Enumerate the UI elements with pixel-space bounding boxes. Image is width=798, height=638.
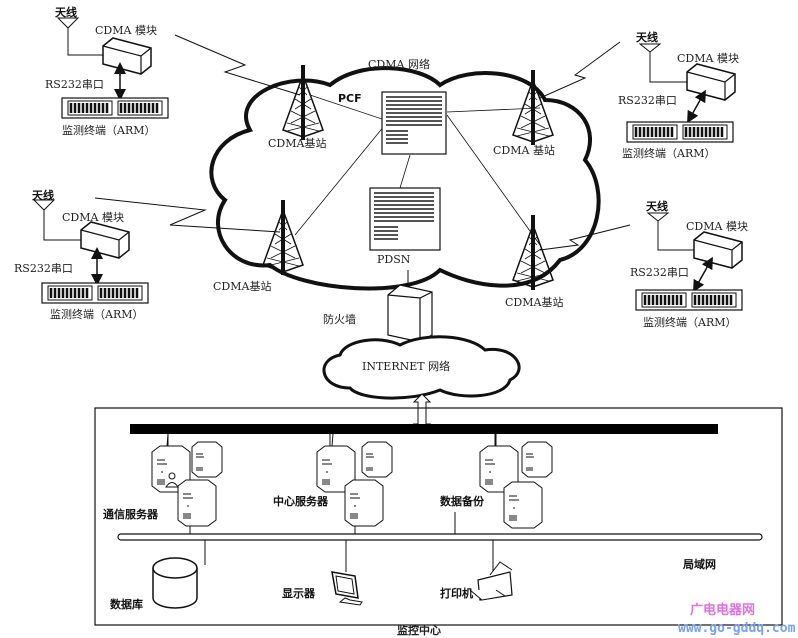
rs232-label: RS232串口 xyxy=(630,266,689,279)
monitor-icon xyxy=(331,571,363,606)
cdma-module-label: CDMA 模块 xyxy=(677,52,739,65)
arm-terminal-label: 监测终端（ARM） xyxy=(622,146,716,160)
pdsn-label: PDSN xyxy=(377,253,411,266)
printer-label: 打印机 xyxy=(440,586,473,600)
pdsn-equipment xyxy=(369,187,441,251)
monitor-label: 显示器 xyxy=(282,587,316,600)
comm-server-icon xyxy=(151,441,223,527)
monitoring-center-title: 监控中心 xyxy=(397,623,441,637)
central-server-icon xyxy=(316,441,393,527)
rs232-label: RS232串口 xyxy=(618,94,677,107)
arm-terminal-label: 监测终端（ARM） xyxy=(643,315,737,329)
antenna-label: 天线 xyxy=(32,188,54,202)
rs232-label: RS232串口 xyxy=(14,262,73,275)
wireless-link-4 xyxy=(539,224,631,251)
pcf-equipment xyxy=(381,91,447,155)
watermark-url: www.go-gddq.com xyxy=(678,621,796,636)
database-icon xyxy=(152,557,198,609)
wireless-link-3 xyxy=(539,41,621,99)
base-station-label: CDMA基站 xyxy=(268,136,326,150)
cdma-module-label: CDMA 模块 xyxy=(686,220,748,233)
terminal-bottom-right xyxy=(634,212,744,312)
lan-label: 局域网 xyxy=(682,557,716,571)
internet-label: INTERNET 网络 xyxy=(362,359,450,373)
base-station-tower-icon xyxy=(511,68,555,147)
printer-icon xyxy=(469,561,513,601)
cdma-module-label: CDMA 模块 xyxy=(95,24,157,37)
comm-server-label: 通信服务器 xyxy=(103,507,159,521)
base-station-label: CDMA 基站 xyxy=(493,143,555,157)
antenna-label: 天线 xyxy=(646,199,668,213)
antenna-label: 天线 xyxy=(636,30,658,44)
cdma-cloud xyxy=(209,66,601,291)
wireless-link-1 xyxy=(174,34,301,96)
antenna-label: 天线 xyxy=(55,5,77,19)
wireless-link-2 xyxy=(94,197,281,233)
rs232-label: RS232串口 xyxy=(45,78,104,91)
database-label: 数据库 xyxy=(110,597,143,611)
pcf-label: PCF xyxy=(338,92,362,105)
backup-server-icon xyxy=(479,441,553,529)
monitoring-center-box xyxy=(94,407,783,626)
backup-label: 数据备份 xyxy=(440,494,485,508)
terminal-bottom-left xyxy=(32,199,150,305)
lan-bus xyxy=(117,533,763,541)
base-station-label: CDMA基站 xyxy=(213,279,271,293)
watermark-name: 广电电器网 xyxy=(690,602,755,618)
cdma-network-label: CDMA 网络 xyxy=(368,57,430,71)
base-station-label: CDMA基站 xyxy=(505,295,563,309)
firewall-label: 防火墙 xyxy=(323,312,356,326)
terminal-top-right xyxy=(625,43,736,144)
firewall-icon xyxy=(387,284,433,343)
backbone-bar xyxy=(130,424,718,434)
arm-terminal-label: 监测终端（ARM） xyxy=(62,123,156,137)
base-station-tower-icon xyxy=(511,213,555,292)
central-server-label: 中心服务器 xyxy=(273,494,329,508)
terminal-top-left xyxy=(56,17,170,120)
arm-terminal-label: 监测终端（ARM） xyxy=(50,307,144,321)
cdma-module-label: CDMA 模块 xyxy=(62,211,124,224)
base-station-tower-icon xyxy=(281,63,325,142)
internet-cloud xyxy=(322,335,521,400)
